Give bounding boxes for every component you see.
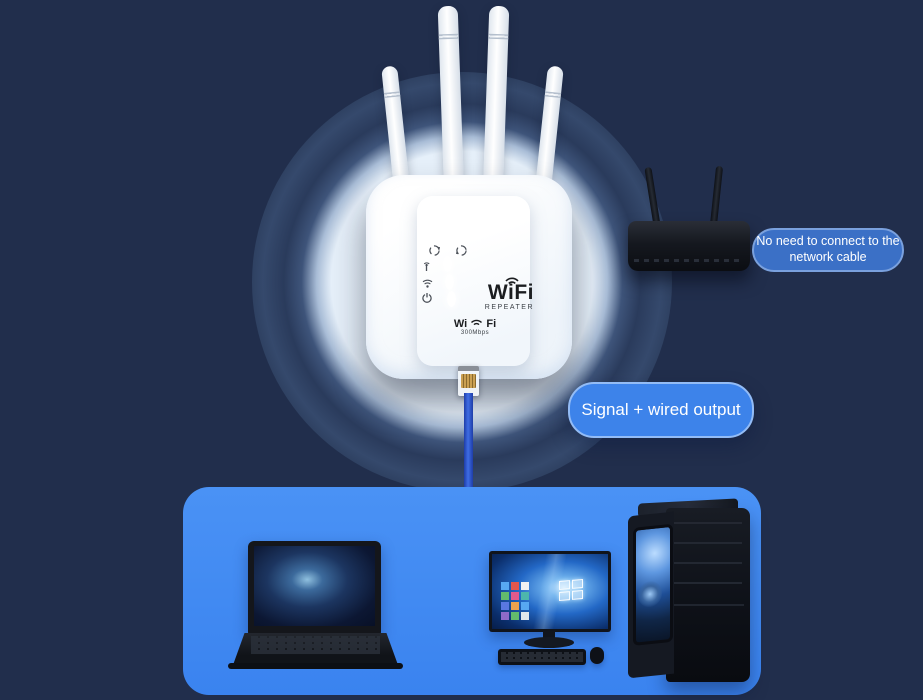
- wifi-arcs-icon: [471, 319, 483, 326]
- monitor-stand-neck: [543, 631, 555, 640]
- pc-tower-front: [666, 508, 750, 682]
- desktop-mouse: [590, 647, 604, 664]
- badge-fi: Fi: [486, 318, 497, 330]
- desktop-keyboard: [498, 649, 586, 665]
- repeater-logo-subtext: REPEATER: [484, 304, 534, 311]
- wifi-arcs-icon: [505, 277, 519, 285]
- callout-signal-output: Signal + wired output: [568, 382, 754, 438]
- laptop-screen: [248, 541, 381, 634]
- laptop-bottom-edge: [228, 663, 403, 669]
- start-menu-tiles: [501, 582, 529, 620]
- laptop-keyboard-base: [233, 633, 398, 665]
- repeater-signal-led-icon: [423, 262, 430, 271]
- router-antenna-right: [709, 165, 724, 227]
- repeater-power-led-icon: [422, 293, 432, 303]
- repeater-speed-badge: Wi Fi 300Mbps: [440, 318, 510, 337]
- badge-wi: Wi: [453, 318, 468, 330]
- repeater-led-light: [445, 274, 454, 290]
- pc-tower-side-panel: [628, 511, 674, 679]
- ethernet-cable: [464, 393, 473, 524]
- wireless-router: [628, 221, 750, 271]
- repeater-led-light: [447, 291, 456, 307]
- repeater-logo: WiFi REPEATER: [462, 277, 534, 311]
- monitor-wallpaper: [492, 554, 608, 629]
- callout-signal-output-text: Signal + wired output: [581, 400, 741, 420]
- rj45-connector-top: [458, 366, 479, 396]
- repeater-mode-led-icon: [455, 245, 467, 256]
- monitor-stand-base: [524, 637, 574, 648]
- repeater-front-panel: [417, 196, 530, 366]
- callout-no-cable-text: No need to connect to the network cable: [756, 234, 900, 264]
- windows-logo-icon: [559, 578, 584, 601]
- desktop-monitor: [489, 551, 611, 632]
- pc-tower-window-glow: [633, 523, 673, 646]
- repeater-led-light: [443, 256, 452, 272]
- repeater-logo-text: WiFi: [487, 281, 534, 304]
- laptop-wallpaper: [254, 546, 375, 626]
- callout-no-cable: No need to connect to the network cable: [752, 228, 904, 272]
- badge-speed-text: 300Mbps: [460, 330, 490, 336]
- repeater-wifi-led-icon: [422, 279, 433, 288]
- repeater-mode-led-icon: [429, 245, 441, 256]
